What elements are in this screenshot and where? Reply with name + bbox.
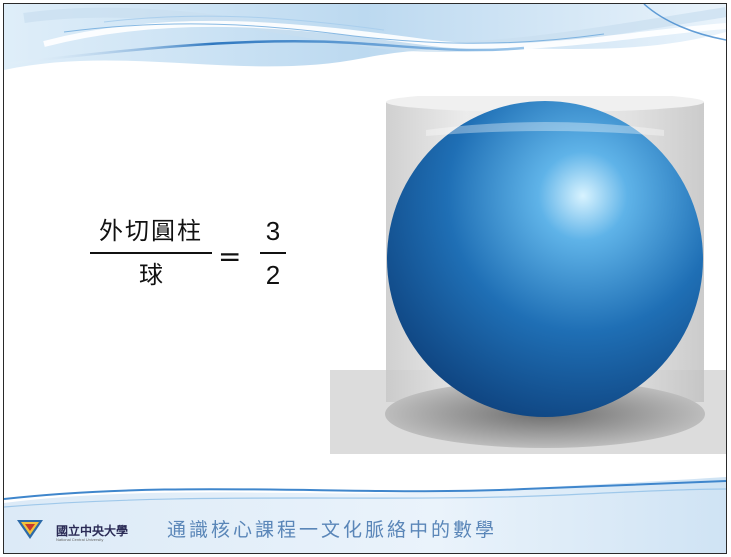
course-title: 通識核心課程一文化脈絡中的數學 — [167, 519, 498, 541]
header-waves-decoration — [4, 4, 726, 70]
ratio-formula: 外切圓柱 球 = 3 2 — [90, 216, 310, 326]
university-emblem-icon — [17, 520, 43, 539]
slide: 外切圓柱 球 = 3 2 — [3, 3, 727, 554]
right-fraction: 3 2 — [260, 216, 286, 290]
right-numerator: 3 — [265, 216, 281, 246]
cylinder-cap-overlay — [426, 122, 664, 136]
equals-sign: = — [218, 240, 242, 273]
university-english-name: National Central University — [56, 537, 104, 542]
sphere — [387, 101, 703, 417]
right-denominator: 2 — [265, 259, 281, 290]
left-fraction: 外切圓柱 球 — [90, 216, 212, 290]
university-name: 國立中央大學 — [56, 524, 129, 538]
footer: 國立中央大學 National Central University 通識核心課… — [4, 477, 726, 553]
left-denominator: 球 — [139, 260, 163, 289]
left-numerator: 外切圓柱 — [99, 217, 203, 245]
sphere-in-cylinder-figure — [330, 96, 726, 454]
fraction-bar — [90, 252, 212, 254]
fraction-bar — [260, 252, 286, 254]
footer-waves-decoration — [4, 477, 726, 553]
